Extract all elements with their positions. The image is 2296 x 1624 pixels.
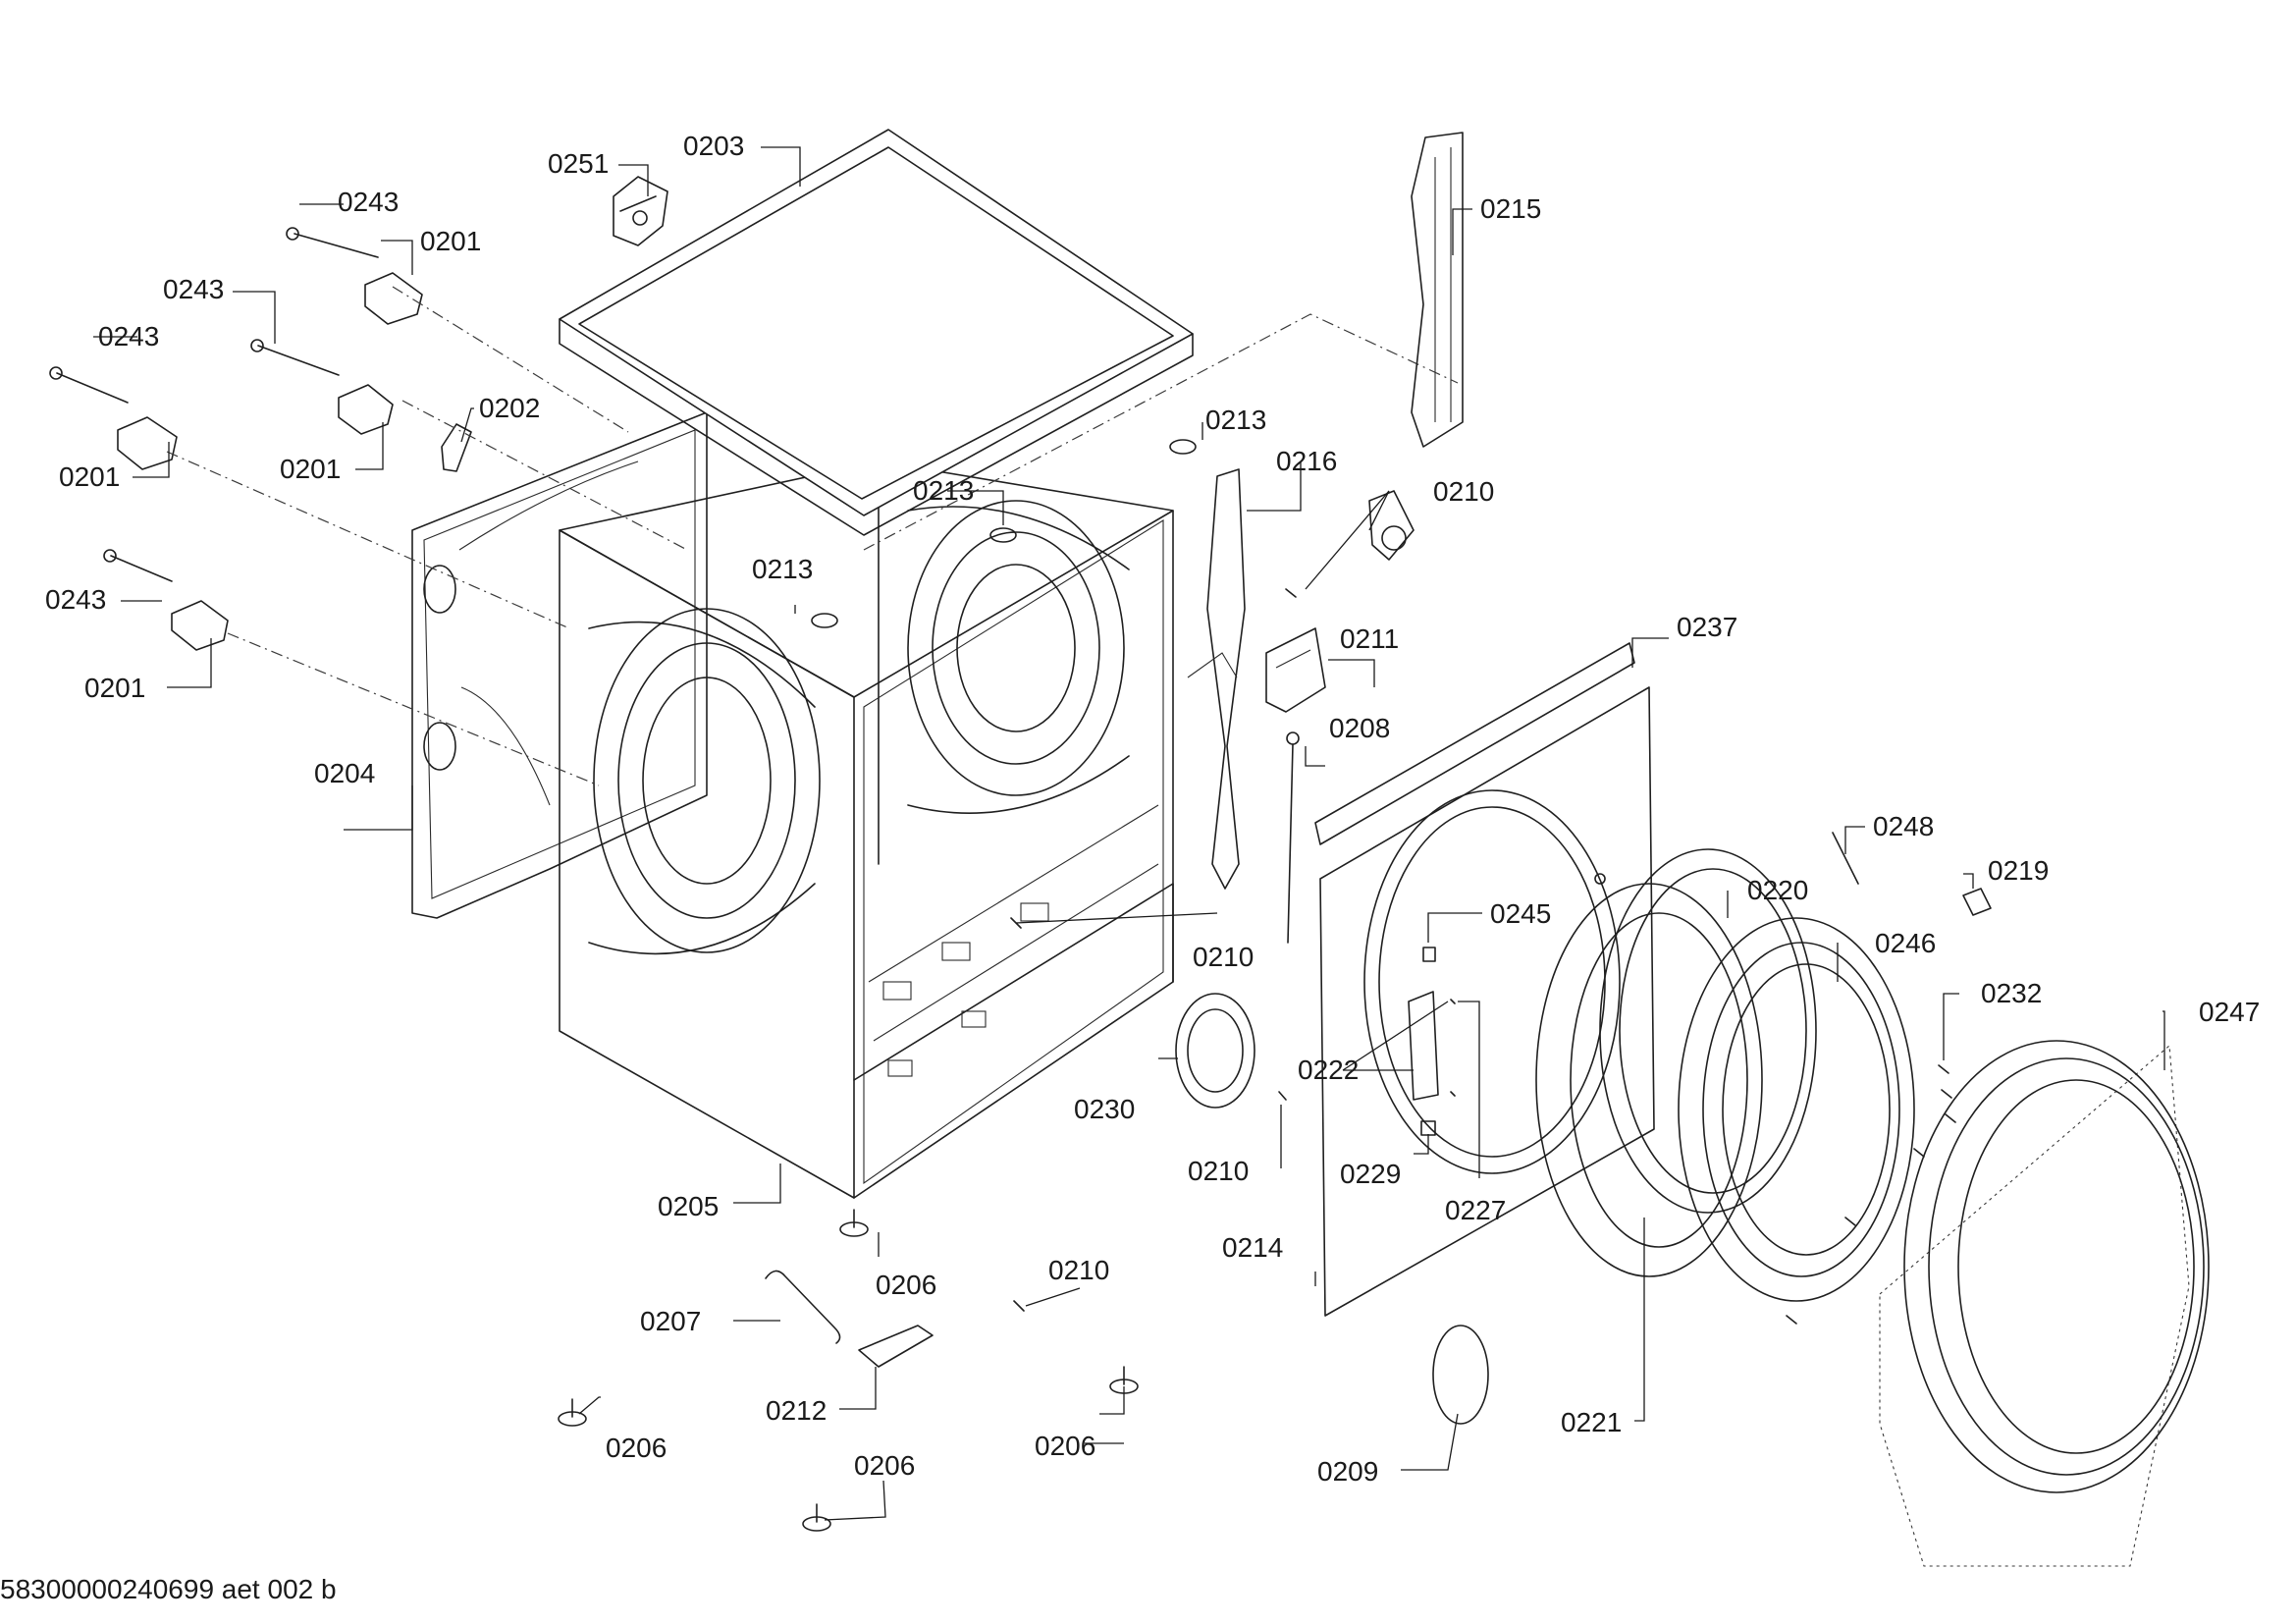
label-0212: 0212 xyxy=(766,1395,827,1426)
front-small-parts xyxy=(1010,917,1456,1312)
label-0214: 0214 xyxy=(1222,1232,1283,1263)
cover-plate-0202 xyxy=(441,423,472,472)
label-0203: 0203 xyxy=(683,131,744,161)
label-0246: 0246 xyxy=(1875,928,1936,958)
top-panel-strut-0237 xyxy=(1314,642,1635,845)
hinge-pin-0248 xyxy=(1832,832,1859,885)
label-0204: 0204 xyxy=(314,758,375,788)
label-0245: 0245 xyxy=(1490,898,1551,929)
label-0243: 0243 xyxy=(163,274,224,304)
label-0201: 0201 xyxy=(280,454,341,484)
clip-0210 xyxy=(1285,490,1415,598)
feet-0206 xyxy=(558,1209,1139,1532)
label-0213: 0213 xyxy=(1205,405,1266,435)
label-0243: 0243 xyxy=(338,187,399,217)
label-0232: 0232 xyxy=(1981,978,2042,1008)
label-0206: 0206 xyxy=(1035,1431,1095,1461)
door-frame-0246 xyxy=(1678,917,1915,1302)
label-0205: 0205 xyxy=(658,1191,719,1221)
door-assembly-0247 xyxy=(1879,1040,2210,1567)
spacers-0201 xyxy=(117,272,423,651)
label-0222: 0222 xyxy=(1298,1055,1359,1085)
document-code: 58300000240699 aet 002 b xyxy=(0,1574,337,1604)
pump-cover-0230 xyxy=(1175,993,1255,1109)
label-0227: 0227 xyxy=(1445,1195,1506,1225)
label-0215: 0215 xyxy=(1480,193,1541,224)
label-0221: 0221 xyxy=(1561,1407,1622,1437)
label-0210: 0210 xyxy=(1048,1255,1109,1285)
label-0251: 0251 xyxy=(548,148,609,179)
label-0230: 0230 xyxy=(1074,1094,1135,1124)
label-0206: 0206 xyxy=(606,1433,667,1463)
label-0237: 0237 xyxy=(1677,612,1737,642)
leader-lines xyxy=(93,146,2165,1521)
label-0216: 0216 xyxy=(1276,446,1337,476)
foil-pads-0213 xyxy=(811,439,1197,628)
label-0243: 0243 xyxy=(45,584,106,615)
alignment-lines xyxy=(166,286,1459,786)
cable-holder-0215 xyxy=(1411,132,1464,448)
label-0243: 0243 xyxy=(98,321,159,352)
label-0229: 0229 xyxy=(1340,1159,1401,1189)
screws-0232 xyxy=(1786,1064,1956,1325)
label-0207: 0207 xyxy=(640,1306,701,1336)
cabinet-body xyxy=(559,460,1174,1199)
label-0206: 0206 xyxy=(876,1270,936,1300)
service-flap-0209 xyxy=(1432,1325,1489,1425)
door-lock-0211 xyxy=(1265,627,1326,713)
top-hinge-0251 xyxy=(613,176,668,246)
label-0202: 0202 xyxy=(479,393,540,423)
label-0213: 0213 xyxy=(752,554,813,584)
top-cover xyxy=(559,129,1194,536)
label-0210: 0210 xyxy=(1188,1156,1249,1186)
label-0220: 0220 xyxy=(1747,875,1808,905)
label-0248: 0248 xyxy=(1873,811,1934,841)
label-0210: 0210 xyxy=(1193,942,1254,972)
bowden-cable-0208 xyxy=(1286,731,1300,944)
front-panel-0214 xyxy=(1319,686,1655,1317)
label-0201: 0201 xyxy=(84,673,145,703)
label-0206: 0206 xyxy=(854,1450,915,1481)
label-0211: 0211 xyxy=(1340,623,1399,654)
bracket-0212 xyxy=(858,1325,934,1368)
label-0210: 0210 xyxy=(1433,476,1494,507)
transport-bolts xyxy=(49,227,379,582)
label-0209: 0209 xyxy=(1317,1456,1378,1487)
label-0219: 0219 xyxy=(1988,855,2049,886)
spanner-0207 xyxy=(765,1270,841,1344)
label-0208: 0208 xyxy=(1329,713,1390,743)
label-0201: 0201 xyxy=(420,226,481,256)
cable-holder-0216 xyxy=(1187,468,1246,890)
door-seal-0221 xyxy=(1535,883,1763,1277)
clamp-ring-0220 xyxy=(1599,848,1817,1214)
door-handle-0219 xyxy=(1962,888,1992,916)
label-0247: 0247 xyxy=(2199,997,2260,1027)
label-0201: 0201 xyxy=(59,461,120,492)
label-0213: 0213 xyxy=(913,475,974,506)
part-labels: 0203 0251 0243 0201 0243 0243 0201 0202 … xyxy=(45,131,2260,1487)
